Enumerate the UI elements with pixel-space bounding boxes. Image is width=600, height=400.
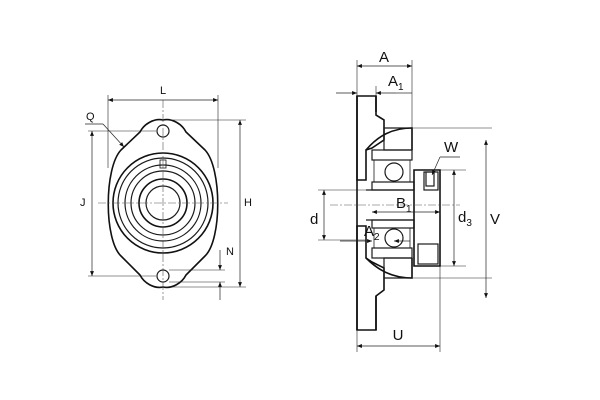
label-V: V xyxy=(490,211,500,228)
inner-ring-bottom xyxy=(371,219,415,229)
label-B1: B1 xyxy=(396,195,412,215)
label-L: L xyxy=(160,85,166,97)
bearing-outer-ring-bottom xyxy=(371,247,413,259)
housing-wall-top xyxy=(383,127,413,151)
label-A: A xyxy=(379,49,389,66)
label-d3: d3 xyxy=(458,209,472,229)
ball-bottom xyxy=(384,228,404,248)
ball-top xyxy=(384,162,404,182)
set-screw xyxy=(425,171,435,187)
flange-section-bottom xyxy=(356,225,385,331)
bearing-outer-ring-top xyxy=(371,149,413,161)
label-H: H xyxy=(244,197,252,209)
label-N: N xyxy=(226,246,234,258)
label-W: W xyxy=(444,139,459,156)
collar-hatch-bottom xyxy=(417,243,439,265)
front-view: L Q J H N xyxy=(80,85,252,300)
inner-ring-top xyxy=(371,181,415,191)
label-d: d xyxy=(310,211,318,228)
side-view: A A1 W B1 d A2 d3 V xyxy=(310,49,500,352)
housing-outline xyxy=(356,96,413,330)
label-A2: A2 xyxy=(364,223,380,243)
housing-wall-bottom xyxy=(383,257,413,279)
label-U: U xyxy=(393,327,404,344)
label-J: J xyxy=(80,197,86,209)
label-Q: Q xyxy=(86,111,95,123)
label-A1: A1 xyxy=(388,73,404,93)
